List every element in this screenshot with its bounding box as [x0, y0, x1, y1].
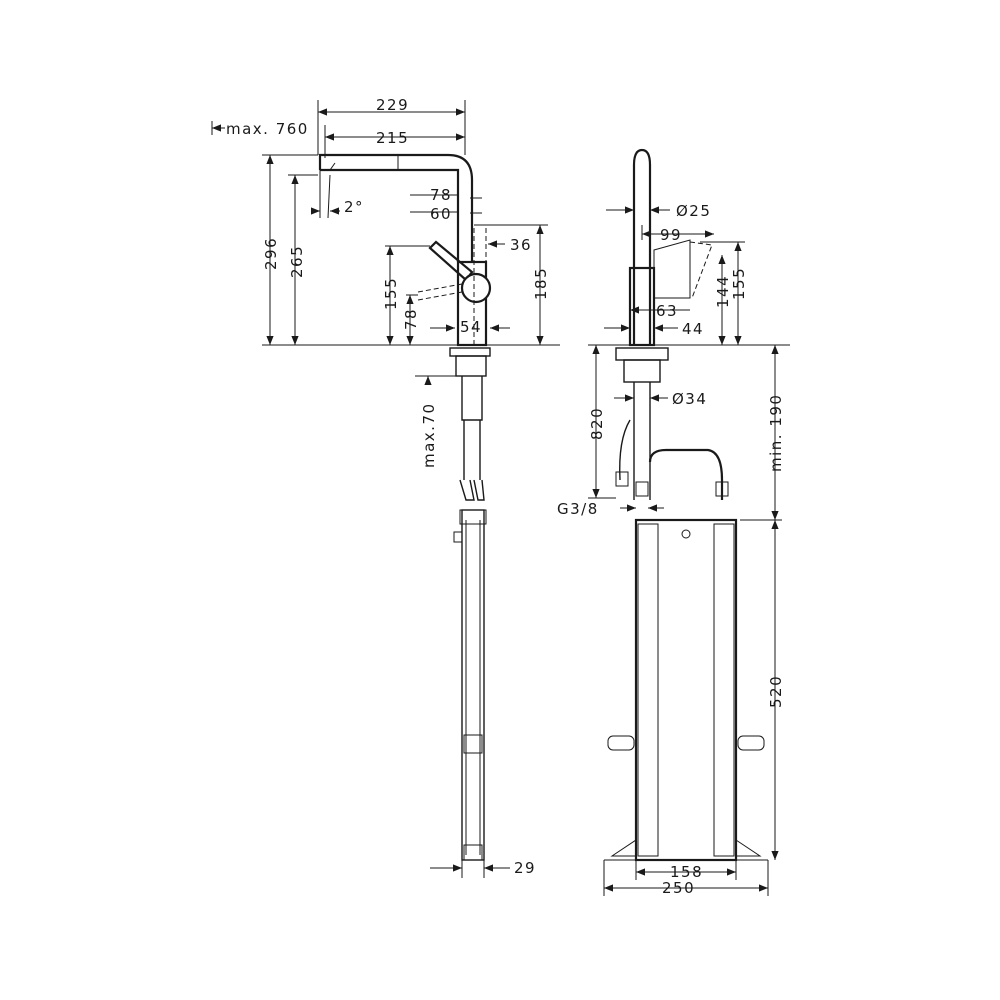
dim-label-d25: Ø25 — [676, 202, 711, 220]
handle-alt-position — [417, 283, 463, 301]
side-mount-ring — [455, 355, 487, 377]
side-body — [456, 260, 488, 347]
front-handle — [653, 239, 691, 299]
spout-aerator — [320, 162, 336, 171]
front-spout — [632, 148, 652, 345]
dim-label-215: 215 — [376, 129, 409, 147]
dim-label-78-side: 78 — [402, 308, 420, 330]
front-foot-right — [735, 839, 762, 857]
side-rail — [461, 509, 485, 861]
front-cabinet-left-rail — [637, 523, 659, 857]
side-spout — [318, 153, 474, 262]
dim-label-36: 36 — [510, 236, 532, 254]
front-mount-plate — [615, 347, 669, 361]
side-rail-foot — [463, 844, 483, 861]
dim-label-max760: max. 760 — [226, 120, 309, 138]
front-cabinet — [634, 518, 738, 862]
side-hose-fittings — [459, 479, 485, 501]
dim-label-29: 29 — [514, 859, 536, 877]
dim-label-2deg: 2° — [344, 198, 364, 216]
front-fitting-left — [615, 471, 629, 487]
dim-label-d34: Ø34 — [672, 390, 707, 408]
dim-label-265: 265 — [288, 245, 306, 278]
front-view: Ø25 99 144 155 63 44 Ø34 820 min. 190 — [557, 148, 790, 897]
dim-label-54: 54 — [460, 318, 482, 336]
dim-label-520: 520 — [767, 675, 785, 708]
dim-label-155-side: 155 — [382, 277, 400, 310]
dim-label-min190: min. 190 — [767, 394, 785, 472]
dim-label-99: 99 — [660, 226, 682, 244]
dim-label-max70: max.70 — [420, 402, 438, 468]
front-fitting-right — [715, 481, 729, 497]
dim-label-44: 44 — [682, 320, 704, 338]
dim-label-185: 185 — [532, 267, 550, 300]
dim-label-820: 820 — [588, 407, 606, 440]
side-handle — [428, 240, 474, 282]
side-rail-clip-top — [459, 509, 487, 525]
side-rail-clip-mid — [463, 734, 483, 754]
front-fitting-mid — [635, 481, 649, 497]
dim-label-g38: G3/8 — [557, 500, 599, 518]
dim-label-60: 60 — [430, 205, 452, 223]
side-shank — [461, 376, 483, 480]
dim-label-250: 250 — [662, 879, 695, 897]
dim-label-155-front: 155 — [730, 267, 748, 300]
front-hose-right — [648, 448, 724, 500]
front-clip-right — [737, 735, 765, 751]
front-cabinet-hole — [681, 529, 691, 539]
side-view: 229 max. 760 215 2° 78 60 36 296 265 — [211, 96, 560, 878]
front-shank — [633, 382, 651, 500]
front-clip-left — [607, 735, 635, 751]
dim-label-158: 158 — [670, 863, 703, 881]
dim-label-144: 144 — [714, 275, 732, 308]
dim-label-296: 296 — [262, 237, 280, 270]
side-mount-plate — [449, 347, 491, 357]
side-handle-knob — [460, 272, 492, 304]
front-foot-left — [610, 839, 637, 857]
front-mount-ring — [623, 359, 661, 383]
front-hose-left — [619, 419, 631, 481]
front-handle-alt — [689, 241, 713, 299]
spout-alt-position — [473, 228, 487, 345]
dim-label-78-top: 78 — [430, 186, 452, 204]
front-cabinet-right-rail — [713, 523, 735, 857]
side-rail-stub — [453, 531, 463, 543]
dim-label-229: 229 — [376, 96, 409, 114]
dim-label-63: 63 — [656, 302, 678, 320]
